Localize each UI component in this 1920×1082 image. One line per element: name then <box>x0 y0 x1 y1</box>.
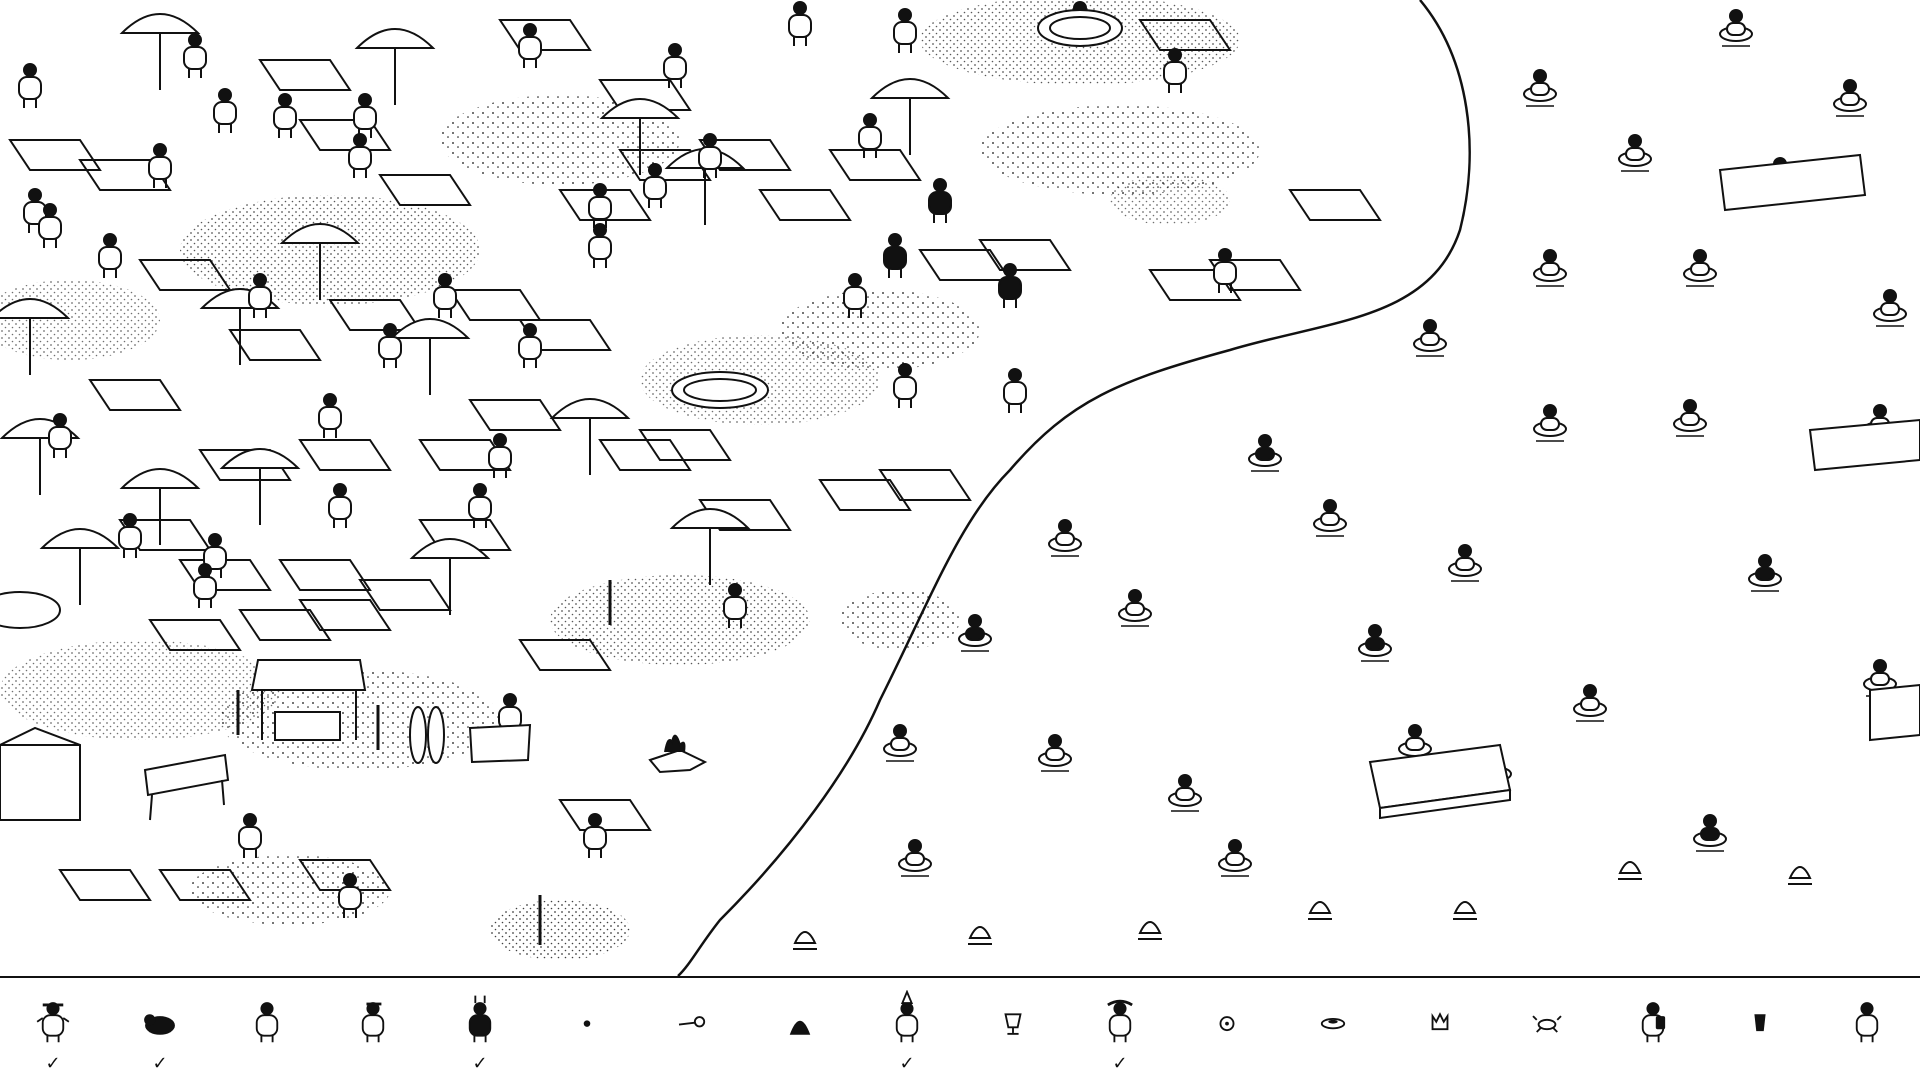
found-checkmark: ✓ <box>45 1053 61 1074</box>
target-capped-person[interactable] <box>333 986 413 1078</box>
target-crouching-dark-person[interactable]: ✓ <box>120 986 200 1078</box>
beach-hut <box>0 659 367 821</box>
target-trophy-cup[interactable] <box>973 986 1053 1078</box>
target-hat-person[interactable]: ✓ <box>13 986 93 1078</box>
ball-icon <box>1219 1016 1235 1032</box>
found-checkmark: ✓ <box>472 1053 488 1074</box>
boats <box>0 9 1123 629</box>
target-key[interactable] <box>653 986 733 1078</box>
bbq-grill <box>143 753 230 821</box>
target-crab[interactable] <box>1507 986 1587 1078</box>
bunny-ears-person-icon <box>468 995 492 1043</box>
target-bucket[interactable] <box>1720 986 1800 1078</box>
target-crown[interactable] <box>1400 986 1480 1078</box>
beach-people <box>18 1 1237 918</box>
surfboards <box>409 706 532 764</box>
found-checkmark: ✓ <box>1112 1053 1128 1074</box>
found-checkmark: ✓ <box>152 1053 168 1074</box>
target-backpack-person[interactable] <box>1613 986 1693 1078</box>
hidden-targets-bar: ✓ ✓ ✓ ✓ ✓ <box>0 976 1920 1082</box>
backpack-person-icon <box>1641 1002 1666 1043</box>
trophy-cup-icon <box>1004 1013 1022 1035</box>
crab-icon <box>1532 1015 1562 1033</box>
shoreline <box>677 0 1471 976</box>
sitting-person-icon <box>255 1002 279 1043</box>
hat-person-icon <box>36 1002 70 1043</box>
key-icon <box>678 1016 706 1028</box>
bucket-icon <box>1754 1014 1766 1032</box>
frisbee-icon <box>1320 1018 1346 1030</box>
rafts <box>1368 153 1920 820</box>
campfire <box>648 734 708 774</box>
party-hat-person-icon <box>895 990 919 1043</box>
tiny-dot-icon <box>583 1020 591 1027</box>
target-sitting-person[interactable] <box>227 986 307 1078</box>
crouching-dark-person-icon <box>144 1014 175 1035</box>
target-bunny-ears-person[interactable]: ✓ <box>440 986 520 1078</box>
capped-person-icon <box>361 1002 385 1043</box>
target-standing-person[interactable] <box>1827 986 1907 1078</box>
target-party-hat-person[interactable]: ✓ <box>867 986 947 1078</box>
dark-mound-icon <box>789 1020 811 1035</box>
standing-person-icon <box>1855 1002 1879 1043</box>
tiki-torches <box>236 580 612 945</box>
target-tiny-dot[interactable] <box>547 986 627 1078</box>
crown-icon <box>1431 1012 1449 1031</box>
target-cowboy-person[interactable]: ✓ <box>1080 986 1160 1078</box>
target-frisbee[interactable] <box>1293 986 1373 1078</box>
target-ball[interactable] <box>1187 986 1267 1078</box>
game-scene[interactable] <box>0 0 1920 976</box>
beach-illustration[interactable] <box>0 0 1920 976</box>
target-dark-mound[interactable] <box>760 986 840 1078</box>
buoys <box>793 861 1812 950</box>
found-checkmark: ✓ <box>899 1053 915 1074</box>
cowboy-person-icon <box>1107 999 1133 1043</box>
